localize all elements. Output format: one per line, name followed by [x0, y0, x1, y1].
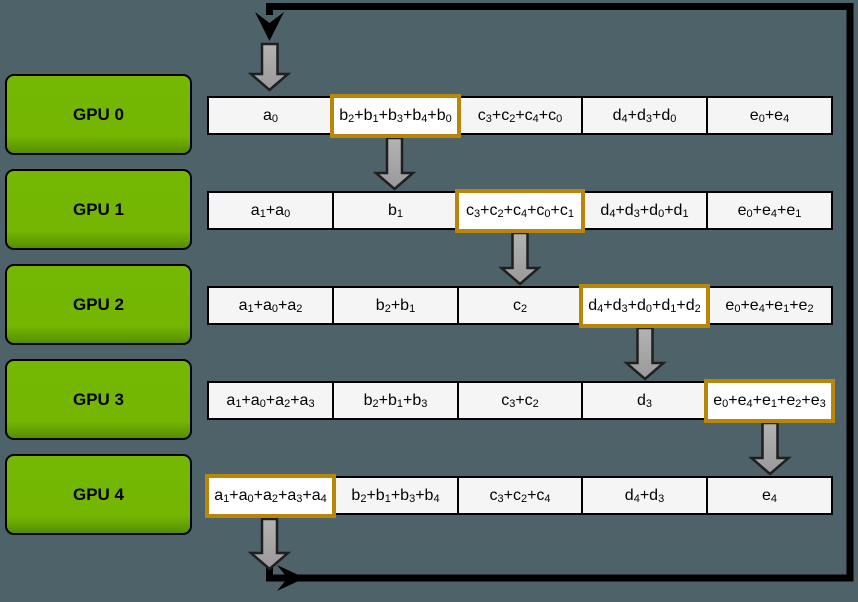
gpu-box-1: GPU 1 — [5, 169, 192, 250]
gpu-label-0: GPU 0 — [72, 104, 125, 124]
flow-arrow-gpu1-gpu2 — [498, 231, 542, 286]
gpu-box-3: GPU 3 — [5, 359, 192, 440]
gpu-label-4: GPU 4 — [72, 484, 125, 504]
flow-arrow-gpu3-gpu4 — [748, 421, 792, 476]
ring-arrowhead-bottom — [277, 565, 305, 591]
flow-arrow-into-gpu0 — [247, 42, 292, 92]
flow-arrow-gpu0-gpu1 — [372, 136, 417, 191]
flow-arrow-gpu2-gpu3 — [623, 326, 667, 381]
gpu-label-2: GPU 2 — [72, 294, 125, 314]
ring-connection-line — [266, 3, 854, 582]
gpu-label-1: GPU 1 — [72, 199, 125, 219]
flow-arrow-out-of-gpu4 — [247, 517, 292, 571]
gpu-box-2: GPU 2 — [5, 264, 192, 345]
gpu-box-4: GPU 4 — [5, 454, 192, 535]
gpu-label-3: GPU 3 — [72, 389, 125, 409]
gpu-box-0: GPU 0 — [5, 74, 192, 155]
ring-arrowhead-top — [255, 12, 284, 41]
